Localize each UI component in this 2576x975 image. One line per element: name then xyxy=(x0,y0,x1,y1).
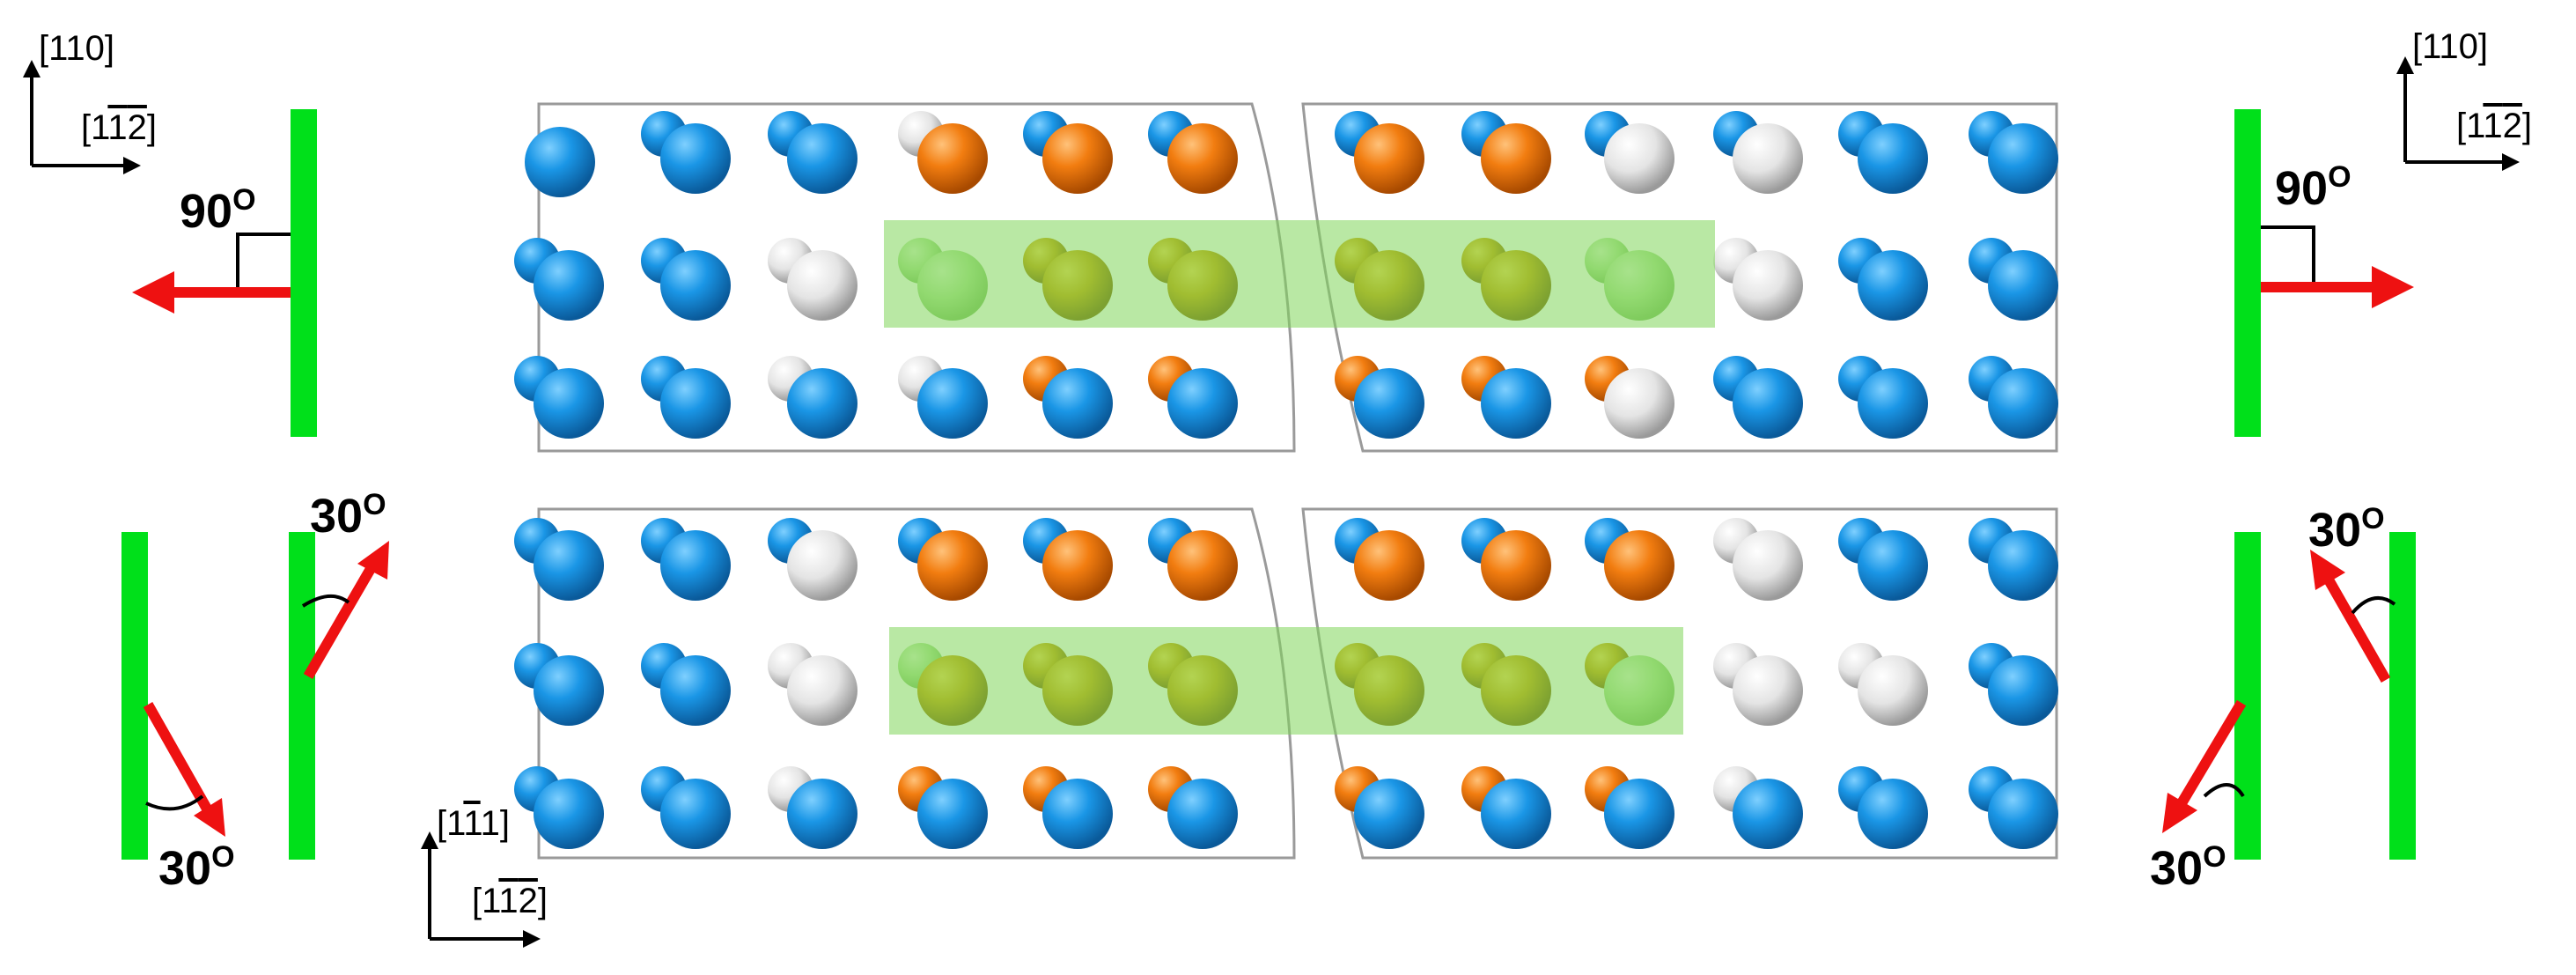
bottom-right-angle-arc-upper xyxy=(2351,595,2396,615)
bottom-left-angle-label-upper: 30O xyxy=(310,488,386,543)
atom-large xyxy=(534,250,604,321)
atom-large xyxy=(534,655,604,726)
bottom-right-angle-label-upper: 30O xyxy=(2308,502,2385,557)
atom-large xyxy=(660,250,731,321)
bottom-left-angle-arc-lower xyxy=(145,794,204,811)
atom-large xyxy=(660,655,731,726)
atom-large xyxy=(1042,123,1113,194)
atom-large xyxy=(660,530,731,601)
atom-large xyxy=(1604,530,1674,601)
atom-large xyxy=(1167,779,1238,849)
top-left-red-arrow xyxy=(132,271,291,314)
atom-large xyxy=(1604,368,1674,439)
top-left-angle-label: 90O xyxy=(180,183,256,238)
atom-large xyxy=(917,530,988,601)
atom-large xyxy=(534,779,604,849)
top-panel xyxy=(514,102,2058,453)
atom-large xyxy=(1167,368,1238,439)
atom-large xyxy=(787,779,857,849)
atom-large xyxy=(1733,368,1803,439)
atom-large xyxy=(917,123,988,194)
atom-large xyxy=(1042,779,1113,849)
atom-large xyxy=(1988,250,2058,321)
atom-large xyxy=(917,779,988,849)
atom-large xyxy=(1167,530,1238,601)
atom-large xyxy=(1858,250,1928,321)
top-right-axes xyxy=(2396,56,2520,171)
atom-large xyxy=(1354,123,1424,194)
atom-large xyxy=(1481,368,1551,439)
atom-large xyxy=(525,127,595,197)
bottom-left-red-arrow-lower xyxy=(143,702,225,837)
atom-large xyxy=(917,368,988,439)
atom-large xyxy=(1858,368,1928,439)
bottom-stacking-fault-highlight xyxy=(889,627,1683,735)
bottom-right-red-arrow-upper xyxy=(2310,550,2391,683)
top-right-right-direction: [112] xyxy=(2456,107,2532,145)
atom-large xyxy=(660,123,731,194)
atom-large xyxy=(1042,368,1113,439)
bottom-left-angle-label-lower: 30O xyxy=(158,840,235,895)
atom-large xyxy=(1604,779,1674,849)
atom-large xyxy=(1733,250,1803,321)
bottom-left-green-bar-2 xyxy=(289,532,315,860)
top-left-right-angle-mark xyxy=(236,233,291,291)
atom-large xyxy=(787,250,857,321)
bottom-right-red-arrow-lower xyxy=(2162,699,2247,833)
atom-large xyxy=(1858,655,1928,726)
top-left-up-direction: [110] xyxy=(39,29,114,68)
atom-large xyxy=(1858,123,1928,194)
top-right-green-bar xyxy=(2234,109,2261,437)
atom-large xyxy=(1858,779,1928,849)
atom-large xyxy=(1858,530,1928,601)
atom-large xyxy=(787,123,857,194)
top-right-angle-label: 90O xyxy=(2275,160,2352,215)
bottom-right-green-bar-1 xyxy=(2234,532,2261,860)
atom-large xyxy=(1988,779,2058,849)
atom-large xyxy=(1988,655,2058,726)
atom-large xyxy=(1481,779,1551,849)
bottom-panel xyxy=(514,507,2058,860)
atom-large xyxy=(1988,123,2058,194)
bottom-left-red-arrow-upper xyxy=(303,541,389,680)
bottom-right-direction: [112] xyxy=(472,882,548,920)
top-left-right-direction: [112] xyxy=(81,108,157,147)
bottom-left-green-bar-1 xyxy=(121,532,148,860)
top-right-right-angle-mark xyxy=(2261,225,2315,287)
bottom-left-angle-arc-upper xyxy=(301,595,350,608)
bottom-up-direction: [111] xyxy=(437,804,510,843)
top-right-up-direction: [110] xyxy=(2412,27,2488,66)
atom-large xyxy=(1042,530,1113,601)
atom-large xyxy=(1481,530,1551,601)
atom-large xyxy=(1733,779,1803,849)
atom-large xyxy=(1604,123,1674,194)
atom-large xyxy=(1988,530,2058,601)
atom-large xyxy=(534,368,604,439)
atom-large xyxy=(1354,779,1424,849)
top-right-red-arrow xyxy=(2261,266,2414,308)
atom-large xyxy=(1733,123,1803,194)
atom-large xyxy=(787,655,857,726)
atom-large xyxy=(1733,530,1803,601)
atom-large xyxy=(1988,368,2058,439)
atom-large xyxy=(1481,123,1551,194)
top-left-axes xyxy=(23,60,141,174)
top-stacking-fault-highlight xyxy=(884,220,1715,328)
atom-large xyxy=(660,779,731,849)
bottom-center-axes xyxy=(421,831,541,948)
atom-large xyxy=(660,368,731,439)
atom-large xyxy=(1354,530,1424,601)
atom-large xyxy=(787,530,857,601)
bottom-right-green-bar-2 xyxy=(2389,532,2416,860)
bottom-right-angle-label-lower: 30O xyxy=(2150,840,2226,895)
atom-large xyxy=(534,530,604,601)
bottom-right-angle-arc-lower xyxy=(2203,783,2245,798)
top-left-green-bar xyxy=(291,109,317,437)
atom-large xyxy=(787,368,857,439)
atom-large xyxy=(1733,655,1803,726)
atom-large xyxy=(1354,368,1424,439)
atom-large xyxy=(1167,123,1238,194)
